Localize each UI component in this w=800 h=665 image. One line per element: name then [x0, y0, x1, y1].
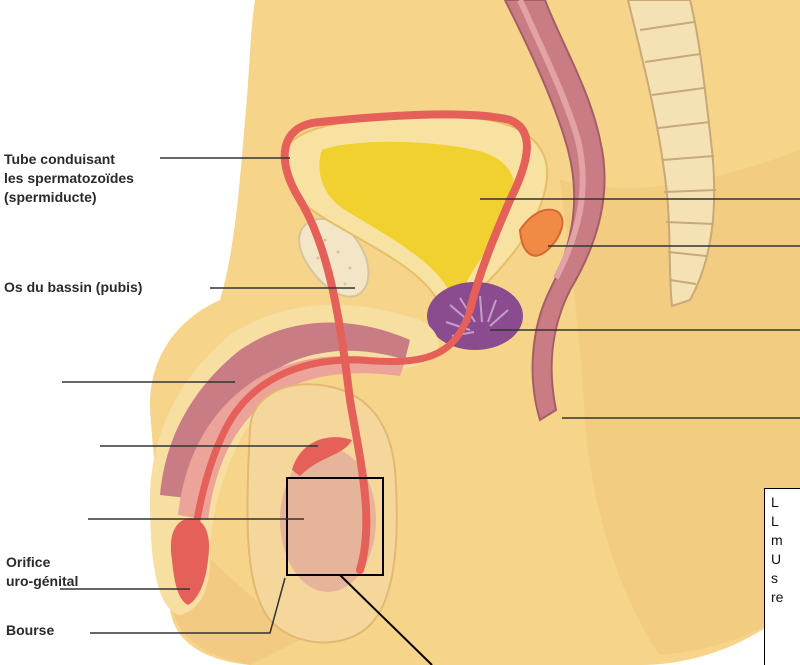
text-box: L L m U s re [764, 488, 800, 665]
text-box-line: m [771, 531, 800, 550]
text-box-line: L [771, 493, 800, 512]
label-sperm-duct: Tube conduisant les spermatozoïdes (sper… [4, 150, 134, 207]
text-box-line: L [771, 512, 800, 531]
text-box-line: re [771, 588, 800, 607]
label-pubic-bone: Os du bassin (pubis) [4, 278, 142, 297]
text-box-line: s [771, 569, 800, 588]
text-box-line: U [771, 550, 800, 569]
label-scrotum: Bourse [6, 621, 54, 640]
label-uro-genital-orifice: Orifice uro-génital [6, 553, 78, 591]
